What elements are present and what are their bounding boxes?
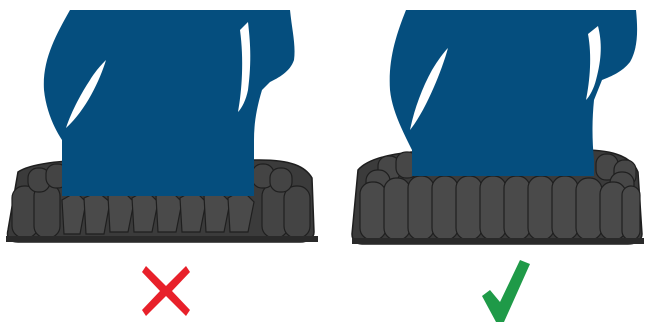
check-icon xyxy=(480,258,532,324)
cross-icon xyxy=(140,262,192,320)
